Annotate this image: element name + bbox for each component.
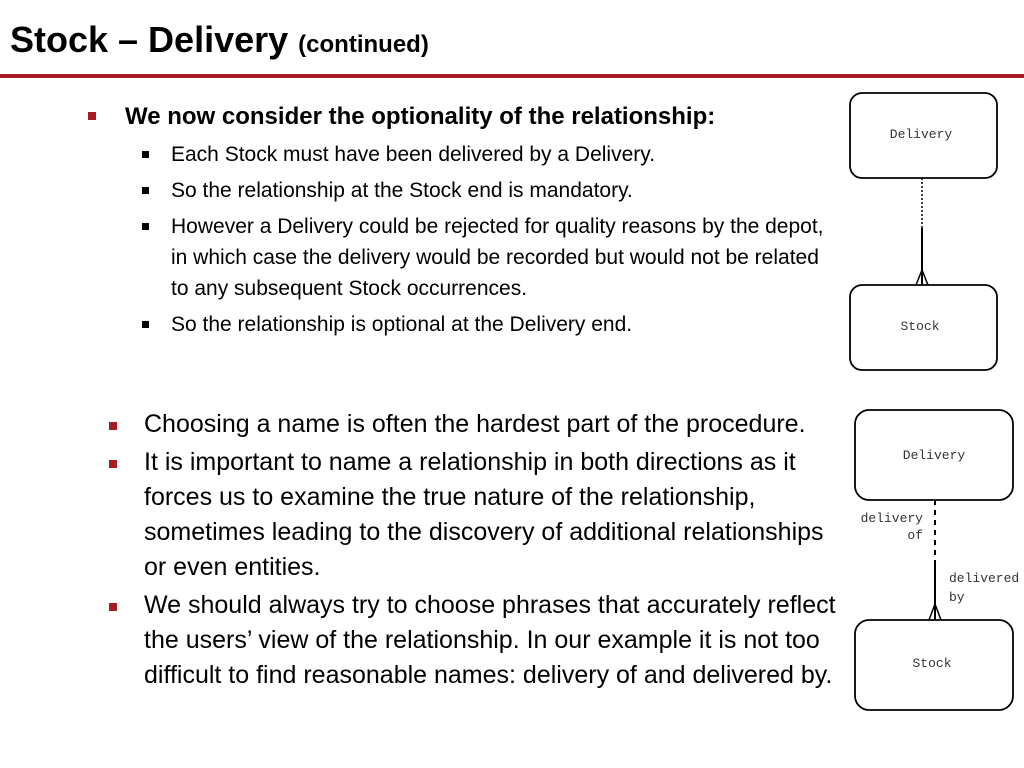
optionality-section: We now consider the optionality of the r… xyxy=(88,100,840,340)
point-text: It is important to name a relationship i… xyxy=(144,448,824,581)
crows-foot-icon xyxy=(928,601,942,621)
entity-stock-box xyxy=(849,284,998,371)
point-text: So the relationship at the Stock end is … xyxy=(171,179,633,202)
square-bullet-icon xyxy=(142,187,149,194)
title-suffix: (continued) xyxy=(298,31,429,58)
optionality-heading: We now consider the optionality of the r… xyxy=(88,100,840,134)
role-label-delivered-by-line2: by xyxy=(949,590,965,605)
entity-delivery-label: Delivery xyxy=(903,448,966,463)
square-bullet-icon xyxy=(142,151,149,158)
slide-title: Stock – Delivery (continued) xyxy=(10,16,429,69)
role-label-delivered-by-line1: delivered xyxy=(949,571,1019,586)
point-text: We should always try to choose phrases t… xyxy=(144,591,836,689)
naming-section: Choosing a name is often the hardest par… xyxy=(106,407,836,696)
point-text: Each Stock must have been delivered by a… xyxy=(171,143,656,166)
crows-foot-icon xyxy=(915,267,929,286)
title-main: Stock – Delivery xyxy=(10,19,289,60)
square-bullet-icon xyxy=(88,112,96,120)
role-label-delivery-of-line1: delivery xyxy=(861,511,924,526)
point-text: Choosing a name is often the hardest par… xyxy=(144,410,806,438)
entity-stock-label: Stock xyxy=(900,319,939,334)
naming-points: Choosing a name is often the hardest par… xyxy=(106,407,836,693)
er-diagram-optionality: Delivery Stock xyxy=(849,92,998,371)
list-item: Choosing a name is often the hardest par… xyxy=(106,407,836,442)
square-bullet-icon xyxy=(142,223,149,230)
role-label-delivery-of-line2: of xyxy=(907,528,923,543)
square-bullet-icon xyxy=(109,603,117,611)
square-bullet-icon xyxy=(142,321,149,328)
optionality-points: Each Stock must have been delivered by a… xyxy=(142,139,840,340)
entity-delivery-label: Delivery xyxy=(890,127,953,142)
entity-delivery-box xyxy=(849,92,998,179)
list-item: However a Delivery could be rejected for… xyxy=(142,211,840,304)
square-bullet-icon xyxy=(109,460,117,468)
list-item: So the relationship is optional at the D… xyxy=(142,309,840,340)
list-item: We should always try to choose phrases t… xyxy=(106,588,836,693)
list-item: Each Stock must have been delivered by a… xyxy=(142,139,840,170)
list-item: So the relationship at the Stock end is … xyxy=(142,175,840,206)
point-text: However a Delivery could be rejected for… xyxy=(171,215,824,300)
optionality-heading-text: We now consider the optionality of the r… xyxy=(125,103,716,130)
er-diagram-naming: Delivery Stock delivery of delivered by xyxy=(854,409,1019,711)
list-item: It is important to name a relationship i… xyxy=(106,445,836,585)
entity-stock-label: Stock xyxy=(912,656,951,671)
title-divider xyxy=(0,74,1024,78)
square-bullet-icon xyxy=(109,422,117,430)
point-text: So the relationship is optional at the D… xyxy=(171,313,633,336)
